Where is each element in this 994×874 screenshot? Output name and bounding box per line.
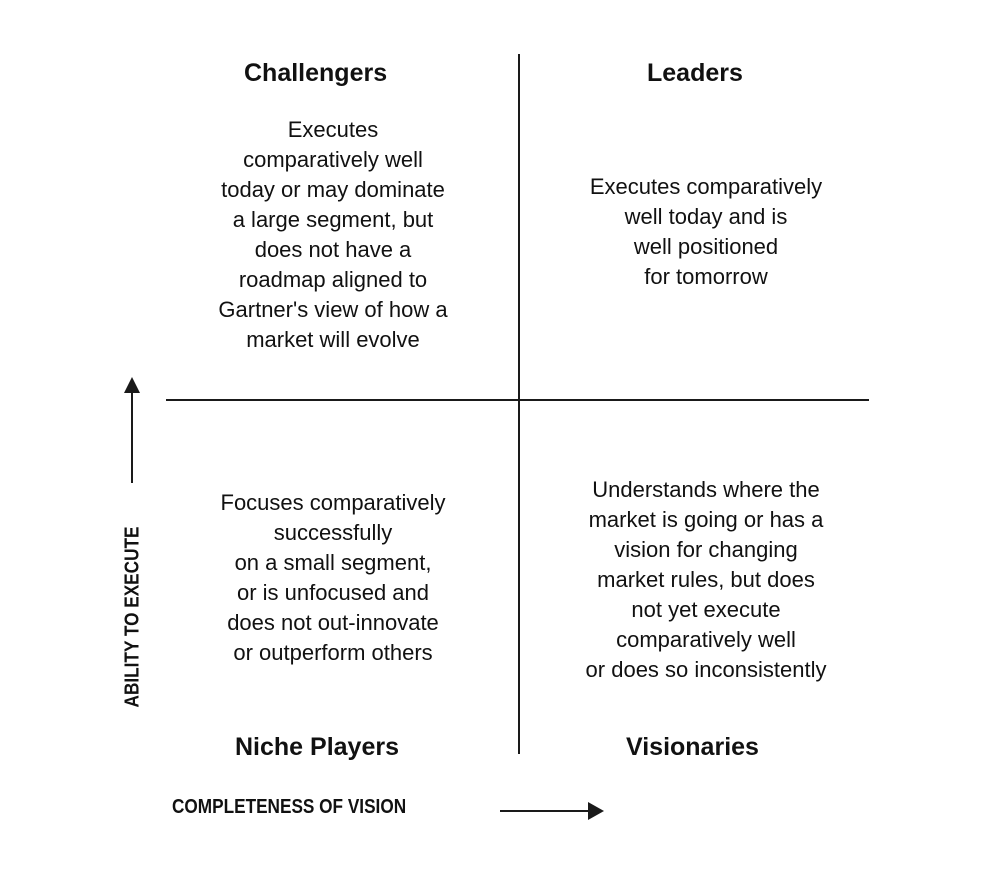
leaders-description: Executes comparatively well today and is… xyxy=(589,174,823,289)
visionaries-description: Understands where the market is going or… xyxy=(585,477,827,682)
x-axis-label: COMPLETENESS OF VISION xyxy=(172,796,407,818)
visionaries-title: Visionaries xyxy=(626,733,759,761)
challengers-title: Challengers xyxy=(244,59,388,87)
vertical-divider xyxy=(518,54,520,754)
horizontal-divider xyxy=(166,399,869,401)
y-axis-label: ABILITY TO EXECUTE xyxy=(121,526,144,708)
niche-players-description: Focuses comparatively successfully on a … xyxy=(220,490,446,665)
challengers-description: Executes comparatively well today or may… xyxy=(218,117,448,352)
niche-players-title: Niche Players xyxy=(235,733,399,761)
y-axis-arrow-icon xyxy=(124,377,140,483)
leaders-title: Leaders xyxy=(647,59,743,87)
x-axis-arrow-icon xyxy=(500,802,604,820)
